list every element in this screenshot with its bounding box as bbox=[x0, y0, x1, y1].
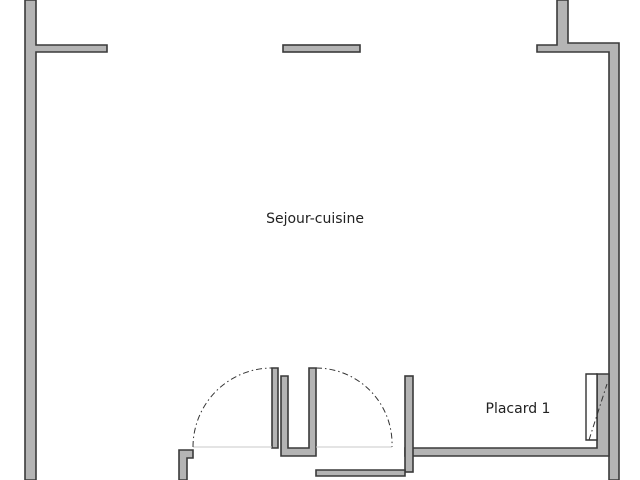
wall-partition-center bbox=[280, 367, 317, 457]
door-swing-right bbox=[315, 367, 393, 448]
room-label-sejour-cuisine: Sejour-cuisine bbox=[266, 211, 364, 227]
door-swing-left bbox=[192, 367, 273, 448]
wall-right-outer bbox=[536, 0, 620, 480]
wall-corridor-left bbox=[178, 449, 194, 480]
placard-door-leaf bbox=[585, 373, 598, 441]
wall-top-segment bbox=[282, 44, 361, 53]
wall-corridor-bottom bbox=[315, 469, 406, 477]
wall-partition-right bbox=[404, 375, 414, 473]
placard-door-swing bbox=[588, 383, 608, 441]
room-label-placard-1: Placard 1 bbox=[486, 401, 551, 417]
wall-partition-left bbox=[271, 367, 279, 449]
wall-left-outer bbox=[24, 0, 108, 480]
